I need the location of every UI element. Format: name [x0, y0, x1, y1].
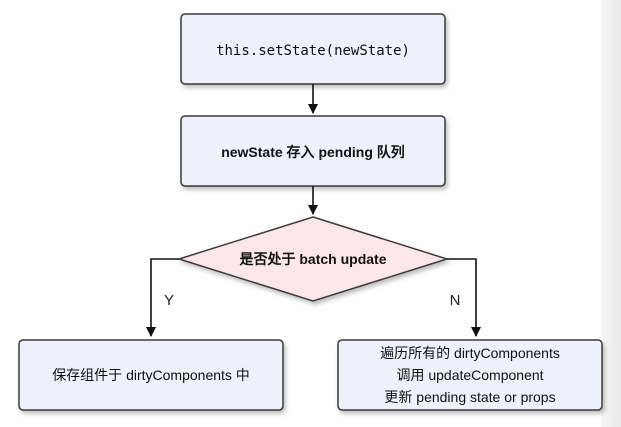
arrow-decision-no — [447, 258, 481, 337]
node-pending-label: newState 存入 pending 队列 — [221, 144, 405, 160]
node-update-line1: 遍历所有的 dirtyComponents — [380, 345, 560, 361]
node-decision-label: 是否处于 batch update — [239, 251, 386, 267]
right-edge-shade — [601, 0, 621, 427]
arrow-decision-yes — [146, 258, 179, 337]
node-pending: newState 存入 pending 队列 — [180, 115, 446, 187]
node-decision-diamond — [176, 216, 450, 302]
edge-yes-label: Y — [164, 292, 174, 309]
node-setstate: this.setState(newState) — [180, 13, 446, 85]
node-update-line2: 调用 updateComponent — [396, 367, 543, 383]
node-save-box — [18, 339, 284, 411]
node-update: 遍历所有的 dirtyComponents 调用 updateComponent… — [337, 339, 603, 411]
node-decision: 是否处于 batch update — [176, 216, 450, 302]
node-setstate-label: this.setState(newState) — [216, 43, 410, 59]
node-save: 保存组件于 dirtyComponents 中 — [18, 339, 284, 411]
node-update-line3: 更新 pending state or props — [384, 389, 555, 405]
node-save-label: 保存组件于 dirtyComponents 中 — [52, 367, 250, 383]
edge-no-label: N — [450, 292, 461, 309]
node-update-box — [337, 339, 603, 411]
